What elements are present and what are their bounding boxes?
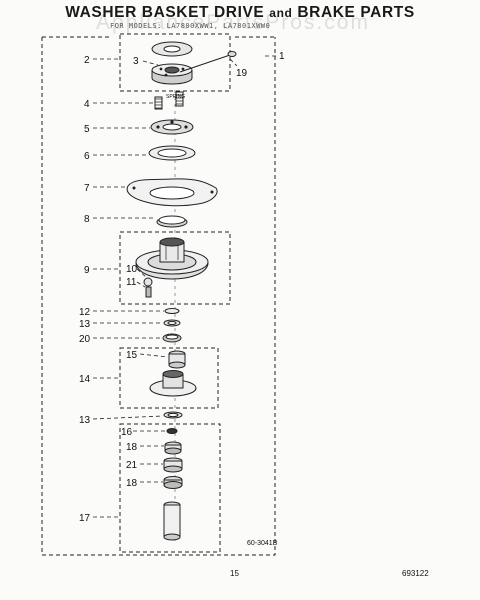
callout-18-upper: 18	[126, 442, 138, 453]
callout-3: 3	[133, 56, 139, 67]
figure-code: 60-3041B	[247, 540, 278, 547]
part-10-11-fasteners	[143, 277, 153, 298]
callout-14: 14	[79, 374, 91, 385]
callout-6: 6	[84, 151, 90, 162]
part-20-ring	[162, 333, 182, 343]
part-21-coupling	[163, 457, 183, 473]
part-14-hub	[149, 370, 197, 397]
callout-16: 16	[121, 427, 133, 438]
leader-10	[136, 268, 147, 278]
doc-number: 693122	[402, 569, 429, 578]
group-box-lower	[119, 347, 219, 409]
callout-18-lower: 18	[126, 478, 138, 489]
callout-11: 11	[126, 277, 137, 288]
page-subtitle: FOR MODELS: LA7800XWW1, LA7801XWW0	[110, 22, 271, 30]
callout-13-upper: 13	[79, 319, 91, 330]
callout-8: 8	[84, 214, 90, 225]
part-9-hub	[135, 237, 209, 280]
outer-frame	[41, 37, 276, 556]
part-18-bearing-upper	[164, 441, 182, 455]
callout-9: 9	[84, 265, 90, 276]
spring-tag: SPRING	[166, 94, 185, 100]
title-main: WASHER BASKET DRIVE	[65, 4, 265, 21]
callout-21: 21	[126, 460, 138, 471]
part-13-ring-lower	[163, 411, 183, 419]
page-number: 15	[230, 569, 239, 578]
part-19-pin	[179, 51, 237, 73]
title-end: BRAKE PARTS	[297, 4, 415, 21]
part-4-springs: SPRING	[154, 91, 185, 110]
part-5-plate	[150, 119, 194, 135]
page-title: WASHER BASKET DRIVE and BRAKE PARTS	[0, 4, 480, 22]
callout-13-lower: 13	[79, 415, 91, 426]
leader-11	[136, 281, 146, 288]
title-and: and	[269, 6, 293, 20]
part-15-sleeve	[168, 350, 186, 369]
group-box-bottom	[119, 423, 221, 553]
leader-15	[139, 353, 169, 358]
part-16-cap	[166, 428, 178, 434]
part-6-ring	[148, 145, 196, 161]
part-12-washer	[164, 308, 180, 314]
callout-15: 15	[126, 350, 138, 361]
callout-5: 5	[84, 124, 90, 135]
callout-2: 2	[84, 55, 90, 66]
callout-17: 17	[79, 513, 91, 524]
part-13-ring-upper	[163, 319, 181, 327]
leader-3	[142, 60, 159, 66]
callout-19: 19	[236, 68, 248, 79]
part-18-bearing-lower	[163, 476, 183, 489]
part-8-band	[156, 215, 188, 228]
watermark: AppliancePartsPros.com	[96, 11, 370, 34]
callout-4: 4	[84, 99, 90, 110]
part-7-plate	[126, 178, 218, 207]
callout-12: 12	[79, 307, 91, 318]
callout-20: 20	[79, 334, 91, 345]
part-17-shaft	[163, 501, 181, 541]
part-2-3-assembly	[151, 41, 193, 85]
callout-10: 10	[126, 264, 138, 275]
callout-7: 7	[84, 183, 90, 194]
leader-13b	[92, 415, 164, 420]
callout-1: 1	[279, 51, 285, 62]
leader-19	[229, 58, 238, 67]
